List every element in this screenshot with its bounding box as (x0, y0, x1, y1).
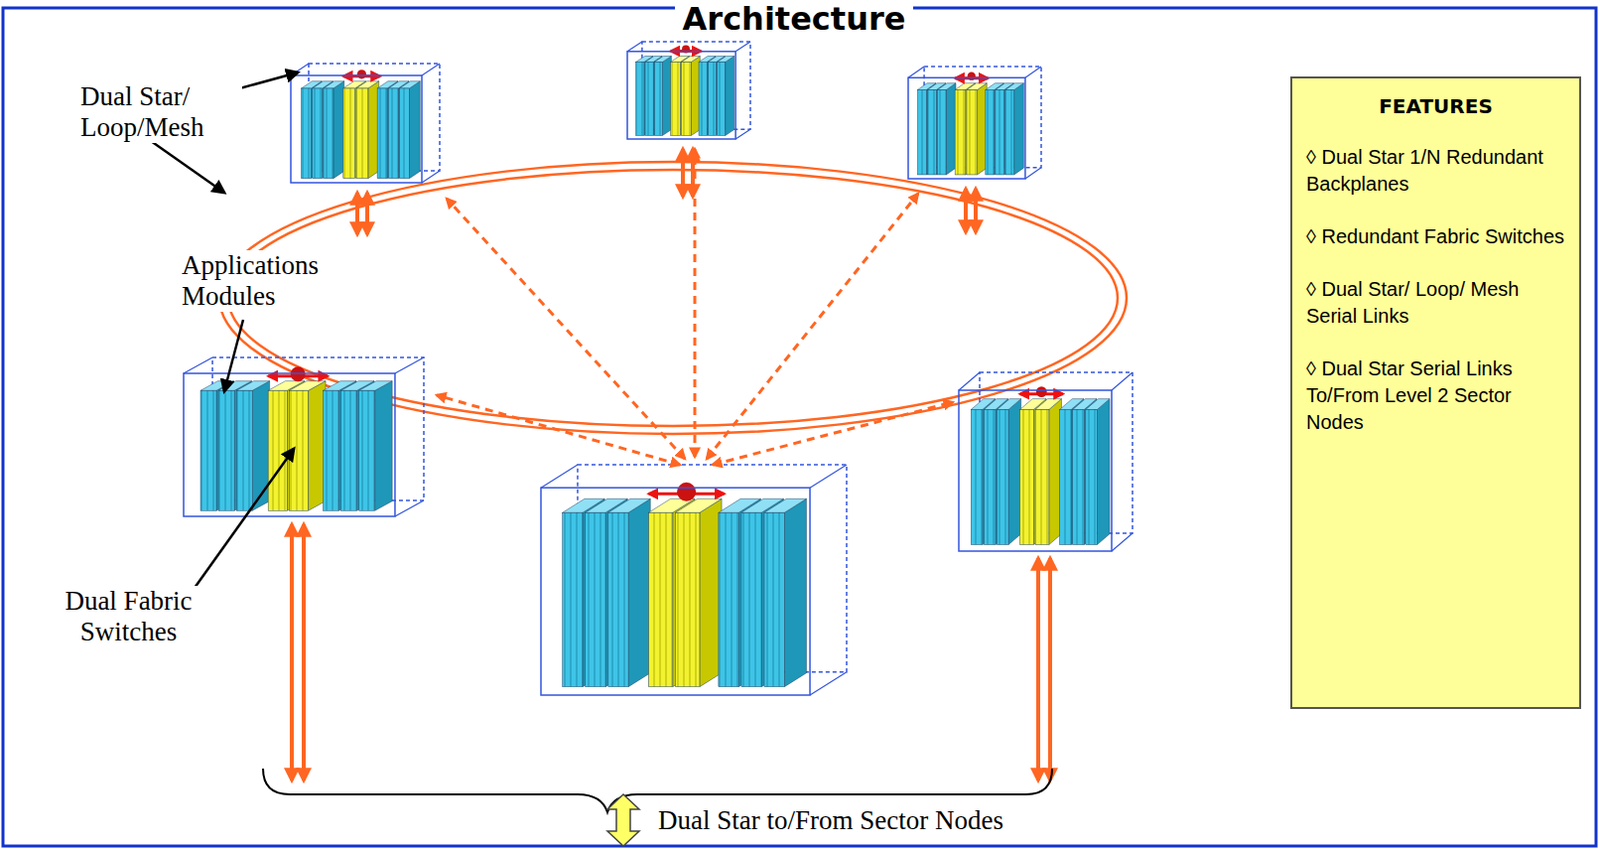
star-links (291, 148, 1051, 781)
callout-arrows (150, 72, 298, 588)
sector-label: Dual Star to/From Sector Nodes (655, 804, 1007, 836)
chassis (908, 66, 1042, 179)
callout-label: Dual Star/ Loop/Mesh (77, 81, 243, 143)
chassis (183, 357, 424, 517)
features-heading: FEATURES (1306, 94, 1566, 119)
feature-item: ◊ Dual Star Serial Links To/From Level 2… (1306, 355, 1566, 436)
sector-arrow (607, 794, 640, 846)
chassis (290, 63, 440, 183)
feature-item: ◊ Redundant Fabric Switches (1306, 223, 1566, 251)
feature-item: ◊ Dual Star 1/N Redundant Backplanes (1306, 143, 1566, 198)
chassis-group (183, 41, 1133, 695)
callout-label: Applications Modules (178, 250, 349, 312)
chassis (540, 464, 847, 695)
chassis (627, 41, 751, 139)
mesh-links (436, 148, 953, 465)
chassis (958, 372, 1133, 551)
features-box: FEATURES ◊ Dual Star 1/N Redundant Backpl… (1290, 76, 1582, 709)
diagram-title: Architecture (674, 0, 915, 38)
frame (2, 7, 1597, 846)
callout-label: Dual Fabric Switches (43, 585, 214, 648)
feature-item: ◊ Dual Star/ Loop/ Mesh Serial Links (1306, 275, 1566, 330)
